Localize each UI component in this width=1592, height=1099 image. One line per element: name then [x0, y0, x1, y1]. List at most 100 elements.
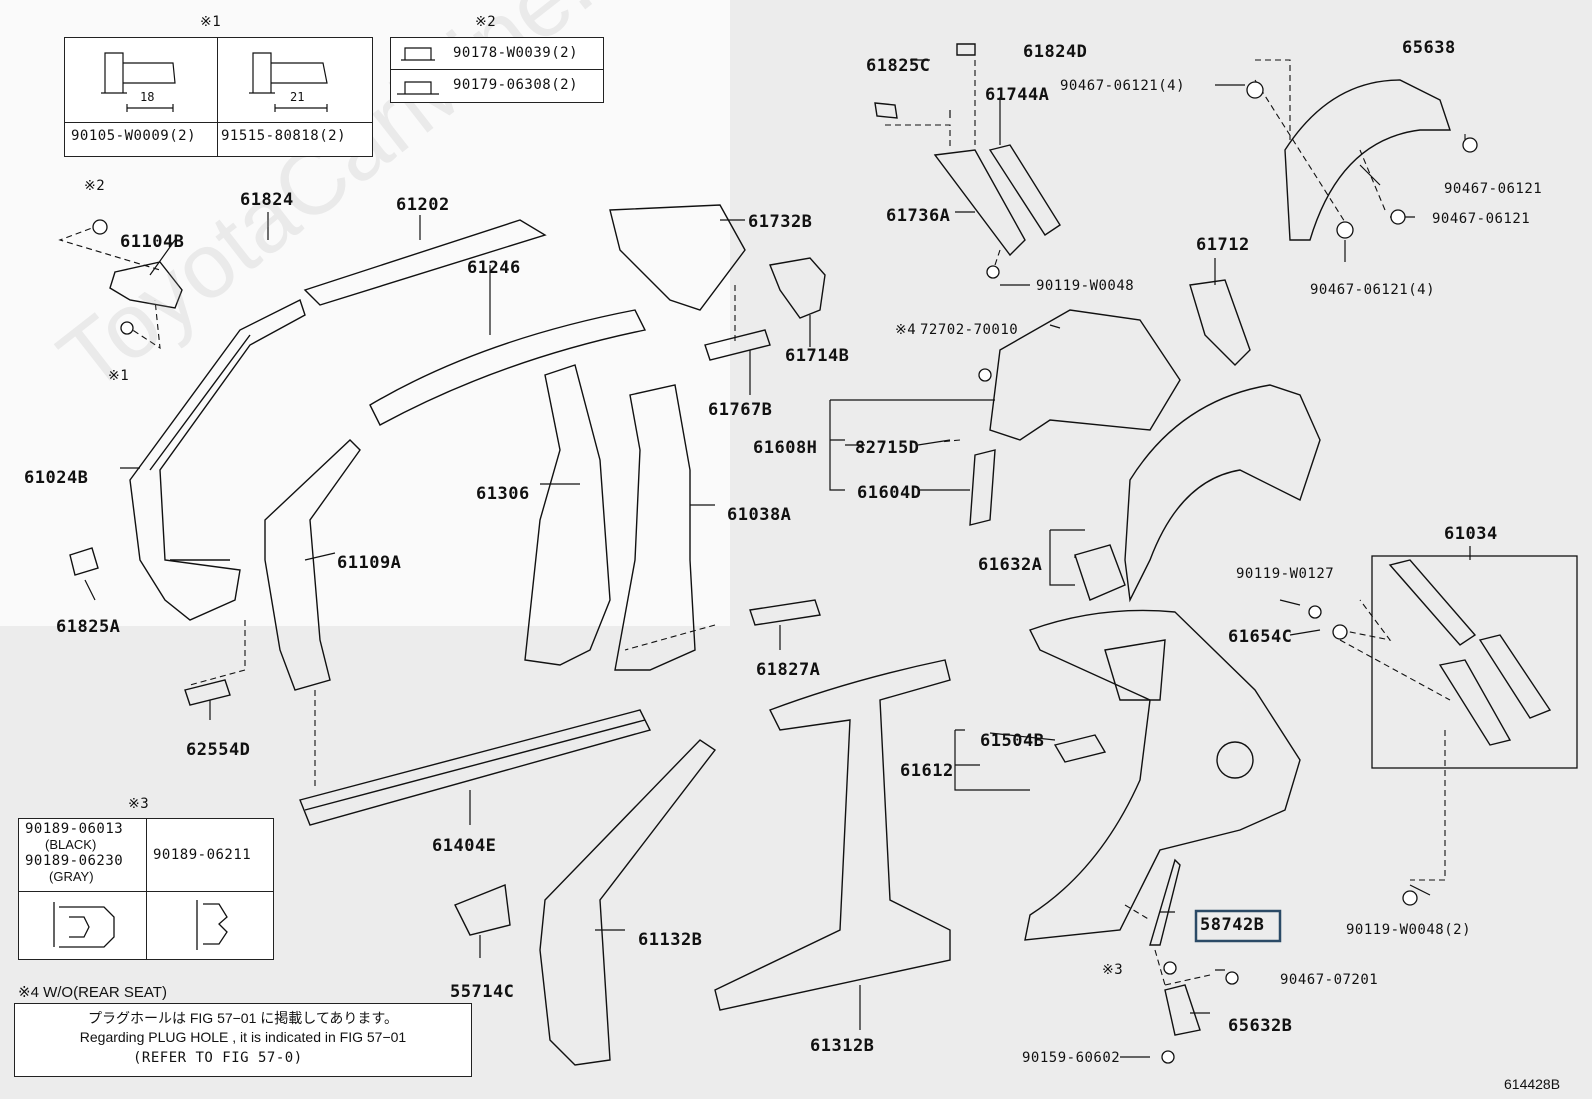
box-61034	[1371, 555, 1578, 769]
label-61504B[interactable]: 61504B	[980, 731, 1045, 751]
label-61824[interactable]: 61824	[240, 190, 294, 210]
part-label-90179-06308: 90179-06308(2)	[453, 77, 579, 93]
part-61132B-shape	[539, 739, 717, 1066]
label-61132B[interactable]: 61132B	[638, 930, 703, 950]
label-65632B[interactable]: 65632B	[1228, 1016, 1293, 1036]
label-90119-W0048-2[interactable]: 90119-W0048(2)	[1346, 922, 1472, 938]
label-61744A[interactable]: 61744A	[985, 85, 1050, 105]
label-90467-06121-4d[interactable]: 90467-06121(4)	[1310, 282, 1436, 298]
fastener-61654C	[1332, 624, 1348, 640]
label-61404E[interactable]: 61404E	[432, 836, 497, 856]
fastener-m2-nut	[92, 219, 108, 235]
clip-drawings	[53, 900, 228, 950]
label-90467-06121-c[interactable]: 90467-06121	[1432, 211, 1531, 227]
label-61824D[interactable]: 61824D	[1023, 42, 1088, 62]
part-wheelhouse-outer-shape	[1124, 384, 1321, 603]
label-55714C[interactable]: 55714C	[450, 982, 515, 1002]
label-90467-07201[interactable]: 90467-07201	[1280, 972, 1379, 988]
color-gray-label: (GRAY)	[49, 869, 94, 884]
notice-en-text: Regarding PLUG HOLE , it is indicated in…	[79, 1029, 407, 1045]
label-61714B[interactable]: 61714B	[785, 346, 850, 366]
bolt-b-dimension: 21	[290, 90, 305, 104]
label-61202[interactable]: 61202	[396, 195, 450, 215]
label-61604D[interactable]: 61604D	[857, 483, 922, 503]
part-label-90189-06013: 90189-06013	[25, 821, 124, 837]
label-61306[interactable]: 61306	[476, 484, 530, 504]
notice-box: プラグホールは FIG 57−01 に掲載してあります。 Regarding P…	[14, 1003, 472, 1077]
fastener-90467-07201	[1225, 971, 1239, 985]
label-61038A[interactable]: 61038A	[727, 505, 792, 525]
label-72702-70010[interactable]: 72702-70010	[920, 322, 1019, 338]
label-90119-W0048[interactable]: 90119-W0048	[1036, 278, 1135, 294]
part-61744A-shape	[988, 144, 1061, 236]
bolt-a-dimension: 18	[140, 90, 155, 104]
part-61312B-shape	[714, 659, 951, 1011]
part-65638-shape	[1284, 79, 1451, 241]
part-61038A-shape	[614, 384, 696, 671]
fastener-90467-06121-a	[1246, 81, 1264, 99]
label-61712[interactable]: 61712	[1196, 235, 1250, 255]
color-black-label: (BLACK)	[45, 837, 97, 852]
label-62554D[interactable]: 62554D	[186, 740, 251, 760]
label-61034[interactable]: 61034	[1444, 524, 1498, 544]
label-61732B[interactable]: 61732B	[748, 212, 813, 232]
part-61202-shape	[303, 219, 547, 306]
label-61767B[interactable]: 61767B	[708, 400, 773, 420]
part-61825C-shape	[874, 102, 898, 119]
label-90159-60602[interactable]: 90159-60602	[1022, 1050, 1121, 1066]
part-label-90189-06211: 90189-06211	[153, 847, 252, 863]
label-61825A[interactable]: 61825A	[56, 617, 121, 637]
fastener-90119-W0048	[986, 265, 1000, 279]
mark-1-callout: ※1	[108, 368, 130, 384]
fastener-90119-W0127	[1308, 605, 1322, 619]
label-61109A[interactable]: 61109A	[337, 553, 402, 573]
notice-jp-text: プラグホールは FIG 57−01 に掲載してあります。	[87, 1010, 399, 1026]
part-61712-shape	[1189, 279, 1251, 366]
part-61109A-shape	[264, 439, 361, 691]
fastener-box-1: 18 21 90105-W0009(2) 91515-80818(2)	[64, 37, 373, 157]
fastener-90467-06121-c	[1390, 209, 1406, 225]
mark-2-label: ※2	[475, 14, 497, 30]
part-label-90189-06230: 90189-06230	[25, 853, 124, 869]
label-61024B[interactable]: 61024B	[24, 468, 89, 488]
nut-drawings	[397, 47, 439, 95]
fastener-m3-clip	[1163, 961, 1177, 975]
label-61827A[interactable]: 61827A	[756, 660, 821, 680]
fastener-90467-06121-b	[1462, 137, 1478, 153]
part-61732B-shape	[609, 204, 746, 311]
label-61736A[interactable]: 61736A	[886, 206, 951, 226]
part-61714B-shape	[769, 257, 826, 319]
note-4: ※4 W/O(REAR SEAT)	[18, 984, 167, 1001]
bolt-drawings	[101, 52, 328, 112]
label-82715D[interactable]: 82715D	[855, 438, 920, 458]
part-61825A-shape	[69, 547, 99, 576]
label-61104B[interactable]: 61104B	[120, 232, 185, 252]
part-58742B-shape	[1149, 858, 1181, 946]
part-61024B-shape	[129, 299, 306, 621]
label-90467-06121-4a[interactable]: 90467-06121(4)	[1060, 78, 1186, 94]
part-61404E-shape	[299, 709, 652, 826]
mark-2-callout: ※2	[84, 178, 106, 194]
part-61736A-shape	[933, 149, 1026, 257]
fastener-box-3: 90189-06013 (BLACK) 90189-06230 (GRAY) 9…	[18, 818, 274, 960]
label-61654C[interactable]: 61654C	[1228, 627, 1293, 647]
part-61767B-shape	[704, 329, 771, 361]
label-61612[interactable]: 61612	[900, 761, 954, 781]
label-65638[interactable]: 65638	[1402, 38, 1456, 58]
part-label-90105-W0009: 90105-W0009(2)	[71, 128, 197, 144]
label-58742B[interactable]: 58742B	[1200, 915, 1265, 935]
mark-1-label: ※1	[200, 14, 222, 30]
part-61246-shape	[369, 309, 647, 426]
label-61825C[interactable]: 61825C	[866, 56, 931, 76]
mark-3-label: ※3	[128, 796, 150, 812]
label-61632A[interactable]: 61632A	[978, 555, 1043, 575]
label-90119-W0127[interactable]: 90119-W0127	[1236, 566, 1335, 582]
part-62554D-shape	[184, 679, 231, 706]
label-90467-06121-b[interactable]: 90467-06121	[1444, 181, 1543, 197]
part-61504B-shape	[1053, 734, 1107, 763]
fastener-90119-W0048-2	[1402, 890, 1418, 906]
label-61246[interactable]: 61246	[467, 258, 521, 278]
label-61312B[interactable]: 61312B	[810, 1036, 875, 1056]
label-61608H[interactable]: 61608H	[753, 438, 818, 458]
fastener-72702-70010	[978, 368, 992, 382]
